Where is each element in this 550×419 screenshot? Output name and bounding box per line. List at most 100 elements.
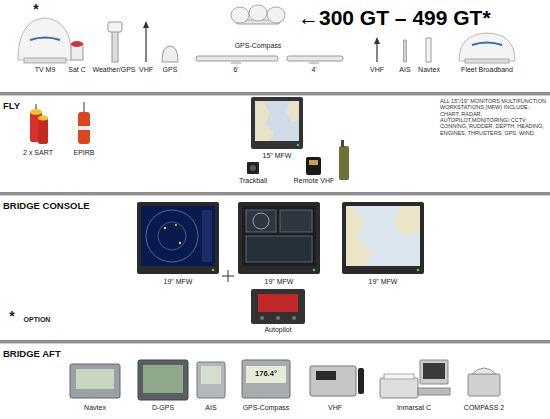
part-name: Remote VHF <box>294 177 334 185</box>
tonnage-heading: ←300 GT – 499 GT* <box>298 6 491 29</box>
vhf-antenna-part <box>374 37 380 44</box>
inmarsat-c-terminal <box>380 360 450 398</box>
tv-dome-part <box>30 38 60 41</box>
mfw-19-chart-part <box>342 202 424 274</box>
part-name: GPS-Compass <box>243 404 290 412</box>
navtex-receiver-part <box>70 364 120 398</box>
mfw-19-chart-part <box>394 206 420 236</box>
part-name: 4' <box>311 66 316 74</box>
dgps-receiver-part <box>138 360 188 400</box>
weather-gps-sensor <box>108 22 122 62</box>
mfw-19-chart-part <box>346 206 372 266</box>
legend-note: OPTION <box>24 316 51 324</box>
navtex-antenna <box>426 38 431 62</box>
inmarsat-c-terminal-part <box>423 363 445 379</box>
mfw-19-conning-part <box>246 210 276 232</box>
radar-4ft-part <box>309 61 319 64</box>
part-name: AIS <box>205 404 216 412</box>
mfw-15-monitor-part <box>255 101 274 141</box>
autopilot-unit-part <box>276 316 280 320</box>
radar-4ft-part <box>287 56 343 61</box>
part-name: GPS-Compass <box>235 42 282 50</box>
weather-gps-sensor-part <box>108 22 122 32</box>
autopilot-unit-part <box>251 289 305 324</box>
fleet-broadband-dome <box>459 33 515 63</box>
vhf-handset-part <box>339 146 349 180</box>
mfw-15-monitor <box>251 97 303 149</box>
mfw-19-chart <box>342 202 424 274</box>
inmarsat-c-terminal-part <box>418 388 450 395</box>
mfw-19-radar-part <box>179 242 181 244</box>
part-name: Fleet Broadband <box>461 66 513 74</box>
ais-transponder-part <box>197 362 225 398</box>
vhf-antenna <box>143 21 149 62</box>
weather-gps-sensor-part <box>112 30 118 62</box>
section-heading: BRIDGE CONSOLE <box>3 200 90 211</box>
part-name: Navtex <box>418 66 440 74</box>
mfw-19-radar-part <box>164 227 166 229</box>
gps-compass-display-part <box>242 360 290 398</box>
part-name: Trackball <box>239 177 267 185</box>
vhf-radio <box>310 366 364 396</box>
ais-antenna-part <box>404 40 407 62</box>
option-asterisk: * <box>33 1 38 17</box>
radar-4ft <box>287 56 343 64</box>
compass-2-unit <box>468 368 500 396</box>
satc-antenna <box>71 41 83 60</box>
mfw-19-chart-part <box>346 206 420 266</box>
sart-devices-part <box>30 109 42 115</box>
remote-vhf-part <box>306 157 321 175</box>
radar-6ft-part <box>196 56 278 61</box>
vhf-antenna-part <box>143 21 149 28</box>
autopilot-unit-part <box>260 316 264 320</box>
part-name: VHF <box>328 404 342 412</box>
tv-dome <box>18 18 72 63</box>
part-name: 15" MFW <box>263 152 292 160</box>
tv-dome-part <box>24 58 66 63</box>
gps-compass-domes-part <box>267 7 285 23</box>
navtex-receiver <box>70 364 120 398</box>
dgps-receiver-part <box>143 365 183 393</box>
radar-6ft-part <box>231 61 241 64</box>
mfw-19-conning-part <box>280 210 312 232</box>
mfw-19-radar <box>137 202 219 274</box>
part-name: EPIRB <box>73 149 94 157</box>
mfw-19-radar-part <box>141 206 215 266</box>
section-heading: BRIDGE AFT <box>3 348 61 359</box>
trackball-part <box>250 165 256 171</box>
compass-2-unit-part <box>468 374 500 396</box>
vhf-antenna-part <box>145 24 146 62</box>
radar-6ft <box>196 56 278 64</box>
ais-transponder <box>197 362 225 398</box>
navtex-antenna-part <box>426 38 431 62</box>
cursor-icon-part <box>222 270 234 282</box>
part-name: 2 x SART <box>23 149 53 157</box>
mfw-19-conning-part <box>238 202 320 274</box>
part-name: Navtex <box>84 404 106 412</box>
ais-transponder-part <box>201 366 221 384</box>
navtex-receiver-part <box>76 369 114 389</box>
epirb-device-part <box>84 102 85 112</box>
part-name: GPS <box>163 66 178 74</box>
part-name: 19" MFW <box>265 278 294 286</box>
mfw-19-radar-part <box>202 210 212 262</box>
part-name: Weather/GPS <box>92 66 135 74</box>
mfw-15-monitor-part <box>255 101 299 141</box>
compass-2-unit-part <box>472 368 496 374</box>
mfw-15-monitor-part <box>286 101 299 122</box>
mfw-19-conning-part <box>253 213 269 229</box>
vhf-radio-part <box>310 366 356 396</box>
mfw-19-radar-part <box>146 210 198 262</box>
inmarsat-c-terminal-part <box>420 360 448 384</box>
trackball-part <box>247 162 259 174</box>
mfw-15-monitor-part <box>297 144 300 147</box>
sart-devices <box>30 104 48 144</box>
ais-antenna <box>404 40 407 62</box>
part-name: VHF <box>370 66 384 74</box>
mfw-19-radar-part <box>137 202 219 274</box>
display-reading: 176.4° <box>255 370 277 379</box>
gps-compass-domes-part <box>231 7 249 23</box>
part-name: VHF <box>139 66 153 74</box>
epirb-device <box>78 102 90 144</box>
remote-vhf <box>306 157 321 175</box>
